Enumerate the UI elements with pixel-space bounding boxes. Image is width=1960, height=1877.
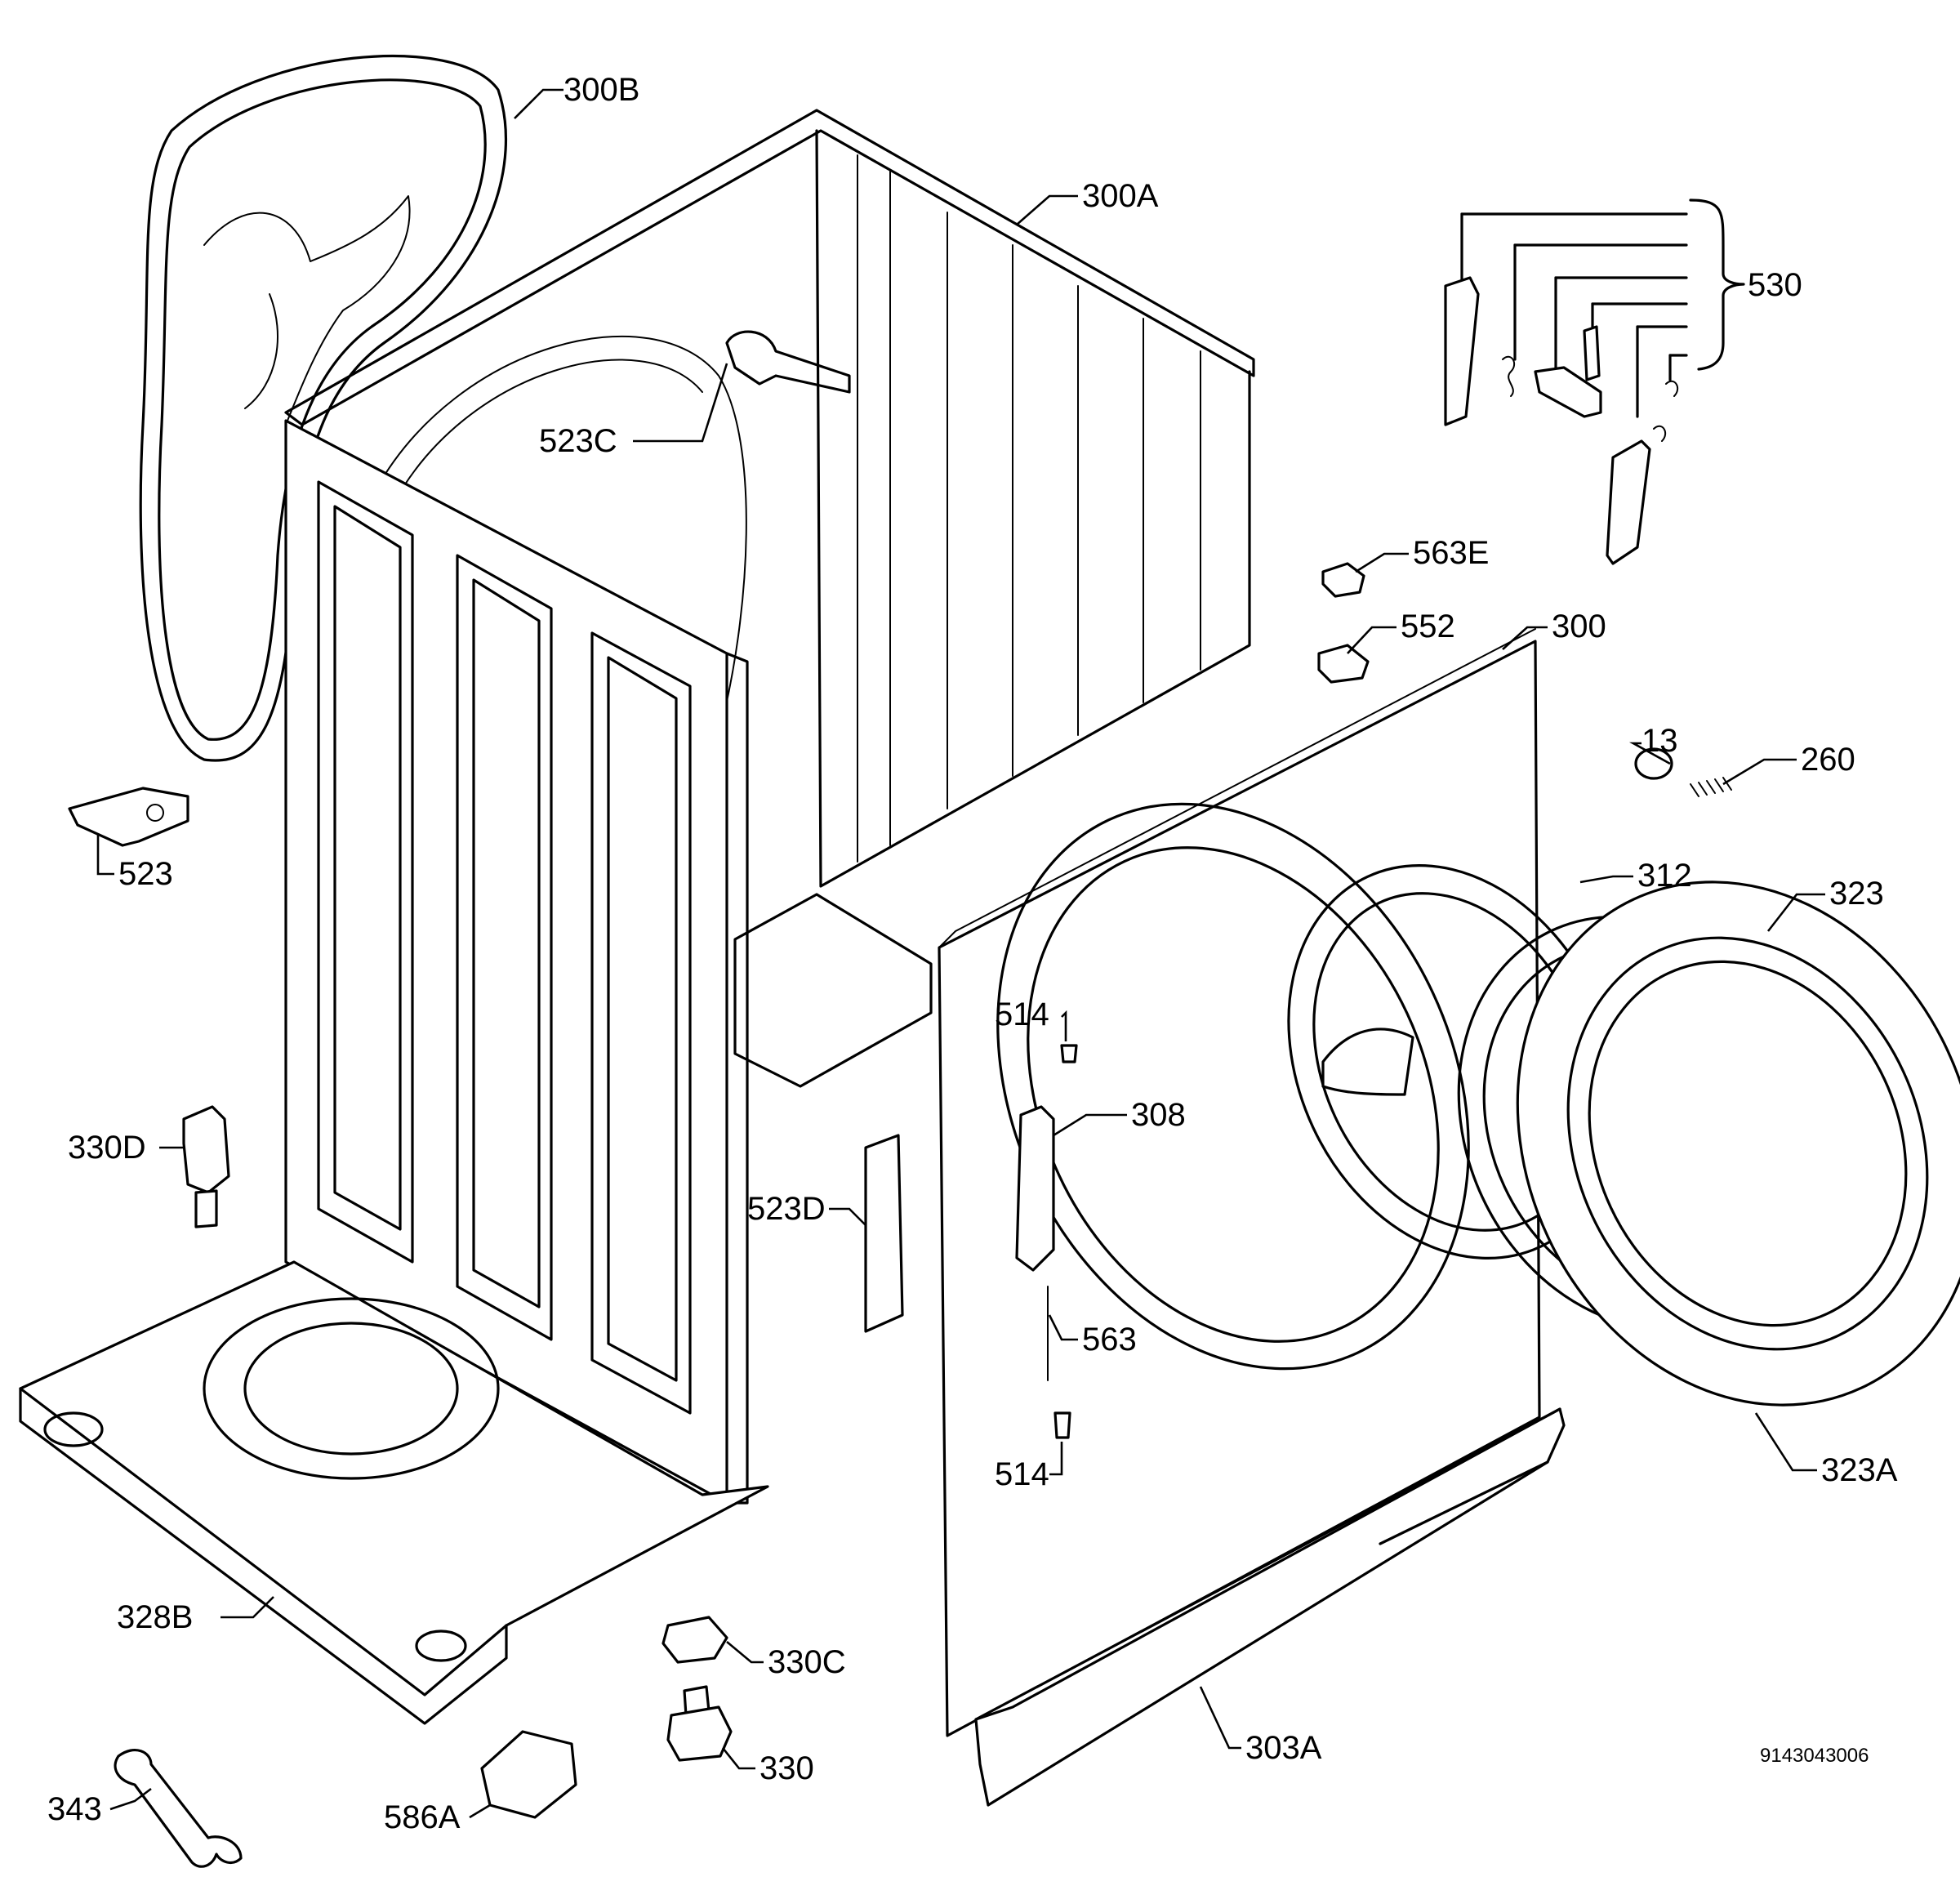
label-323: 323 [1829,876,1884,912]
label-586A: 586A [384,1799,461,1835]
part-330-foot [666,1685,733,1762]
label-514-top: 514 [995,996,1049,1032]
label-523C: 523C [539,423,617,459]
label-563E: 563E [1413,535,1489,571]
label-523: 523 [118,856,173,892]
part-330D-foot [182,1105,230,1228]
part-312-door-inner [1287,864,1620,1260]
label-330: 330 [760,1750,814,1786]
label-260: 260 [1801,742,1855,778]
label-300: 300 [1552,609,1606,644]
label-330D: 330D [68,1130,146,1166]
label-303A: 303A [1245,1730,1322,1766]
part-300A-cabinet [284,109,1255,1505]
label-328B: 328B [117,1599,193,1635]
part-530-lock-parts [1444,198,1745,565]
label-330C: 330C [768,1644,846,1680]
part-552-catch [1317,644,1370,684]
part-563E-catch [1321,562,1365,598]
label-300A: 300A [1082,178,1159,214]
label-300B: 300B [564,72,639,108]
label-523D: 523D [747,1191,826,1227]
part-586A-bracket [480,1730,577,1819]
leader-lines [96,88,1825,1819]
label-552: 552 [1401,609,1455,644]
part-303A-kickplate [974,1407,1566,1807]
drawing-code: 9143043006 [1760,1745,1869,1767]
part-328B-base [19,1260,769,1725]
label-530: 530 [1748,267,1802,303]
label-312: 312 [1637,858,1692,894]
part-523D-bracket [864,1134,904,1333]
part-260-spring [1690,777,1732,797]
label-343: 343 [47,1791,102,1827]
label-563: 563 [1082,1322,1137,1358]
part-13-bushing [1634,747,1673,780]
part-300-front-panel [938,628,1541,1737]
label-13: 13 [1642,723,1678,759]
label-308: 308 [1131,1097,1186,1133]
label-514-bottom: 514 [995,1456,1049,1492]
part-330C-nut [662,1616,728,1664]
label-323A: 323A [1821,1452,1898,1488]
part-523-clip [68,787,189,847]
part-323A-door-front [1516,881,1960,1407]
part-343-wrench [114,1749,243,1868]
